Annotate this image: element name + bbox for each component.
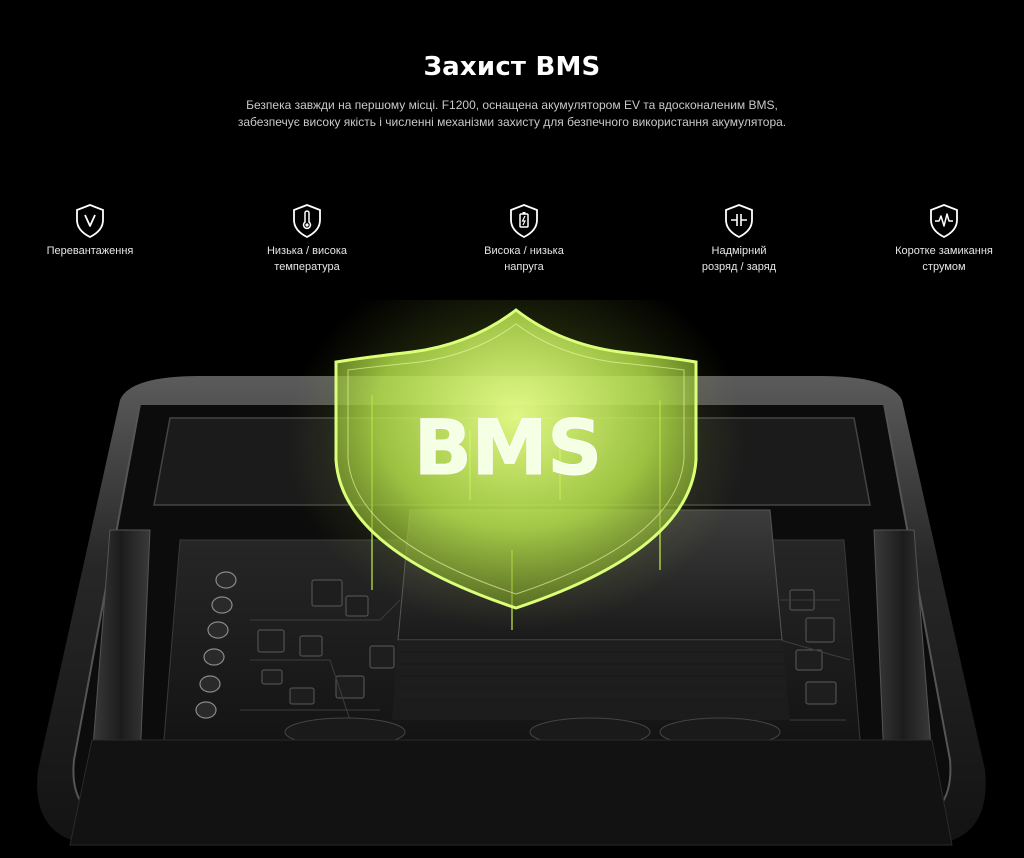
feature-short-circuit: Коротке замикання струмом: [869, 203, 1019, 275]
section-title: Захист BMS: [423, 52, 601, 82]
shield-battery-icon: [510, 204, 538, 239]
feature-temperature: Низька / висока температура: [232, 203, 382, 275]
bms-badge-text: BMS: [414, 403, 602, 492]
section-description: Безпека завжди на першому місці. F1200, …: [237, 98, 787, 129]
feature-label: Перевантаження: [46, 245, 134, 257]
feature-label: Висока / низька напруга: [484, 245, 564, 273]
shield-voltage-icon: [76, 204, 104, 239]
feature-voltage: Висока / низька напруга: [449, 203, 599, 275]
feature-label: Коротке замикання струмом: [895, 245, 993, 273]
shield-capacitor-icon: [725, 204, 753, 239]
protection-features: Перевантаження Низька / висока температу…: [0, 203, 1024, 283]
feature-discharge-charge: Надмірний розряд / заряд: [664, 203, 814, 275]
feature-overload: Перевантаження: [15, 203, 165, 259]
bms-product-illustration: BMS: [0, 300, 1024, 858]
feature-label: Низька / висока температура: [266, 245, 348, 273]
bms-shield: [334, 308, 698, 610]
shield-thermometer-icon: [293, 204, 321, 239]
shield-pulse-icon: [930, 204, 958, 239]
feature-label: Надмірний розряд / заряд: [701, 245, 777, 273]
power-station-interior-image: BMS: [37, 300, 986, 846]
